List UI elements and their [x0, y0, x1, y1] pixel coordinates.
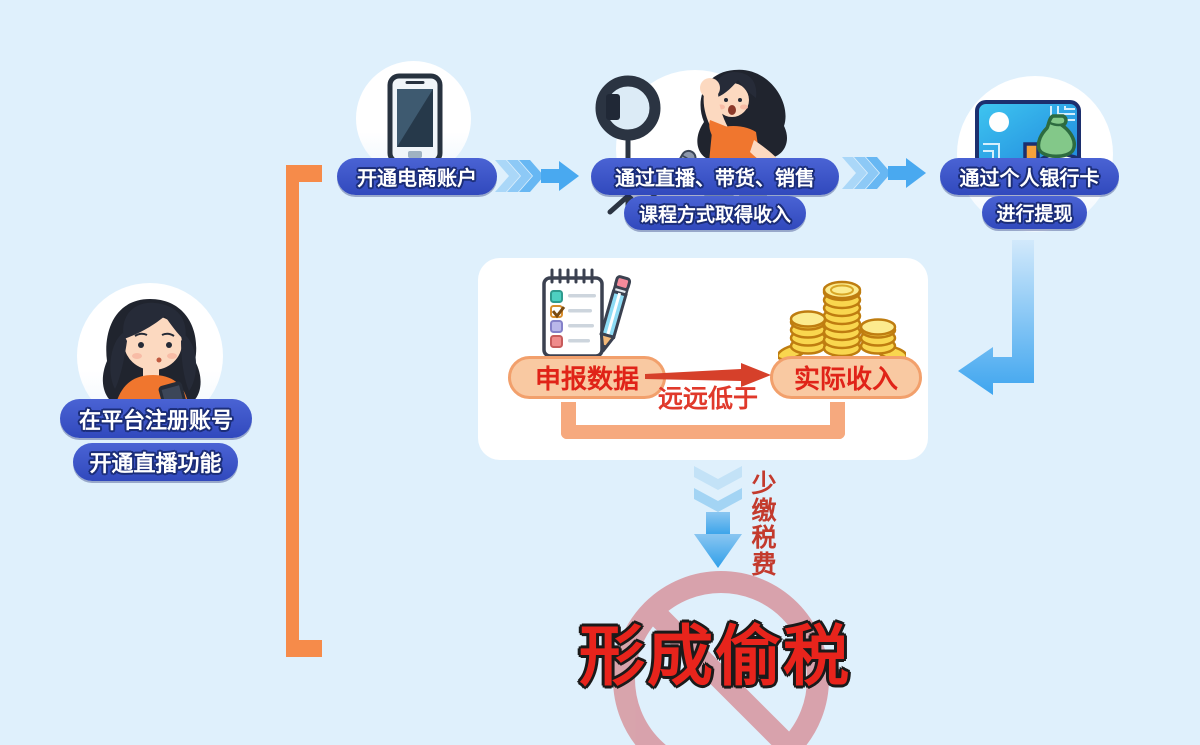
node-earn-income-label2: 课程方式取得收入: [638, 204, 791, 226]
declared-data-label: 申报数据: [534, 364, 639, 394]
actor-register-badge: 在平台注册账号: [60, 399, 252, 438]
checklist-notebook-icon: [542, 268, 632, 358]
node-withdraw-label1: 通过个人银行卡: [959, 168, 1100, 190]
far-below-arrow-icon: [645, 363, 771, 387]
node-earn-income-badge-line2: 课程方式取得收入: [624, 196, 806, 230]
comparison-bracket: [561, 402, 845, 439]
declared-data-badge: 申报数据: [508, 356, 666, 399]
less-tax-label: 少缴税费: [748, 470, 776, 578]
node-withdraw-badge-line1: 通过个人银行卡: [940, 158, 1119, 195]
actual-income-badge: 实际收入: [770, 356, 922, 399]
tax-evasion-title: 形成偷税: [579, 619, 851, 693]
flow-connector-bracket: [286, 165, 322, 657]
actor-live-badge: 开通直播功能: [73, 443, 238, 481]
actual-income-label: 实际收入: [793, 364, 898, 394]
down-left-arrow-icon: [958, 240, 1034, 395]
node-earn-income-badge-line1: 通过直播、带货、销售: [591, 158, 839, 195]
actor-live-label: 开通直播功能: [89, 451, 222, 476]
prohibition-icon: [613, 571, 829, 745]
chevron-right-arrow-icon: [842, 157, 926, 189]
chevron-down-arrow-icon: [694, 466, 742, 568]
node-open-account-badge: 开通电商账户: [337, 158, 497, 195]
node-open-account-label: 开通电商账户: [357, 168, 477, 190]
actor-register-label: 在平台注册账号: [78, 407, 233, 433]
smartphone-icon: [387, 73, 443, 165]
node-withdraw-label2: 进行提现: [996, 204, 1073, 225]
chevron-right-arrow-icon: [495, 160, 579, 192]
gold-coins-icon: [778, 280, 906, 360]
node-withdraw-badge-line2: 进行提现: [982, 196, 1087, 229]
far-below-label: 远远低于: [657, 385, 758, 413]
node-earn-income-label1: 通过直播、带货、销售: [615, 168, 815, 190]
